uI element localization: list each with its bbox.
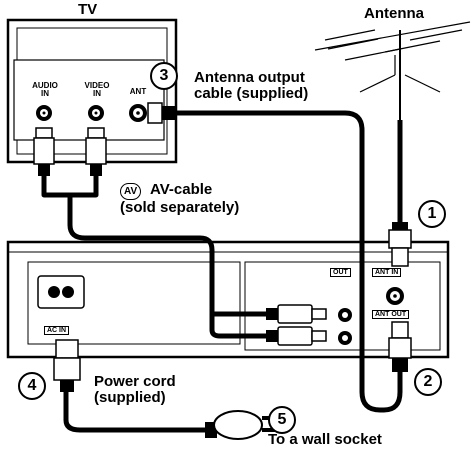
av-cable xyxy=(41,175,268,339)
antenna-label: Antenna xyxy=(364,5,424,22)
av-plug-audio-tv xyxy=(33,127,55,176)
step-2-marker: 2 xyxy=(414,368,442,396)
ant-label: ANT xyxy=(129,87,147,96)
antenna-plug-vcr-out xyxy=(388,321,412,372)
av-badge-icon: AV xyxy=(120,183,142,200)
ac-inlet xyxy=(37,275,85,309)
av-plug-audio-vcr xyxy=(266,304,327,324)
tv-audio-in-jack xyxy=(36,105,52,121)
tv-label: TV xyxy=(78,1,98,18)
wall-socket-label: To a wall socket xyxy=(268,431,382,448)
power-cord-connector xyxy=(53,339,81,392)
antenna-plug-vcr-in xyxy=(388,222,412,267)
antenna xyxy=(314,21,471,120)
antenna-output-plug-tv xyxy=(147,102,176,124)
power-cord-label: Power cord(supplied) xyxy=(94,373,176,406)
power-cord-cable xyxy=(63,390,205,433)
ant-out-label: ANT OUT xyxy=(372,310,410,320)
vcr-video-out-jack xyxy=(338,331,352,345)
step-5-marker: 5 xyxy=(268,406,296,434)
tv-video-in-jack xyxy=(88,105,104,121)
wall-plug xyxy=(205,410,276,440)
step-4-marker: 4 xyxy=(18,372,46,400)
tv-ant-jack xyxy=(129,104,147,122)
av-cable-label: AV-cable xyxy=(150,181,213,198)
av-plug-video-vcr xyxy=(266,326,327,346)
vcr-ant-in-jack xyxy=(386,287,404,305)
av-cable-sub-label: (sold separately) xyxy=(120,199,240,216)
out-label: OUT xyxy=(330,268,351,278)
antenna-output-cable xyxy=(175,110,403,413)
vcr-audio-out-jack xyxy=(338,308,352,322)
av-plug-video-tv xyxy=(85,127,107,176)
ac-in-label: AC IN xyxy=(44,326,70,336)
ant-in-label: ANT IN xyxy=(372,268,402,278)
step-1-marker: 1 xyxy=(418,200,446,228)
step-3-marker: 3 xyxy=(150,62,178,90)
